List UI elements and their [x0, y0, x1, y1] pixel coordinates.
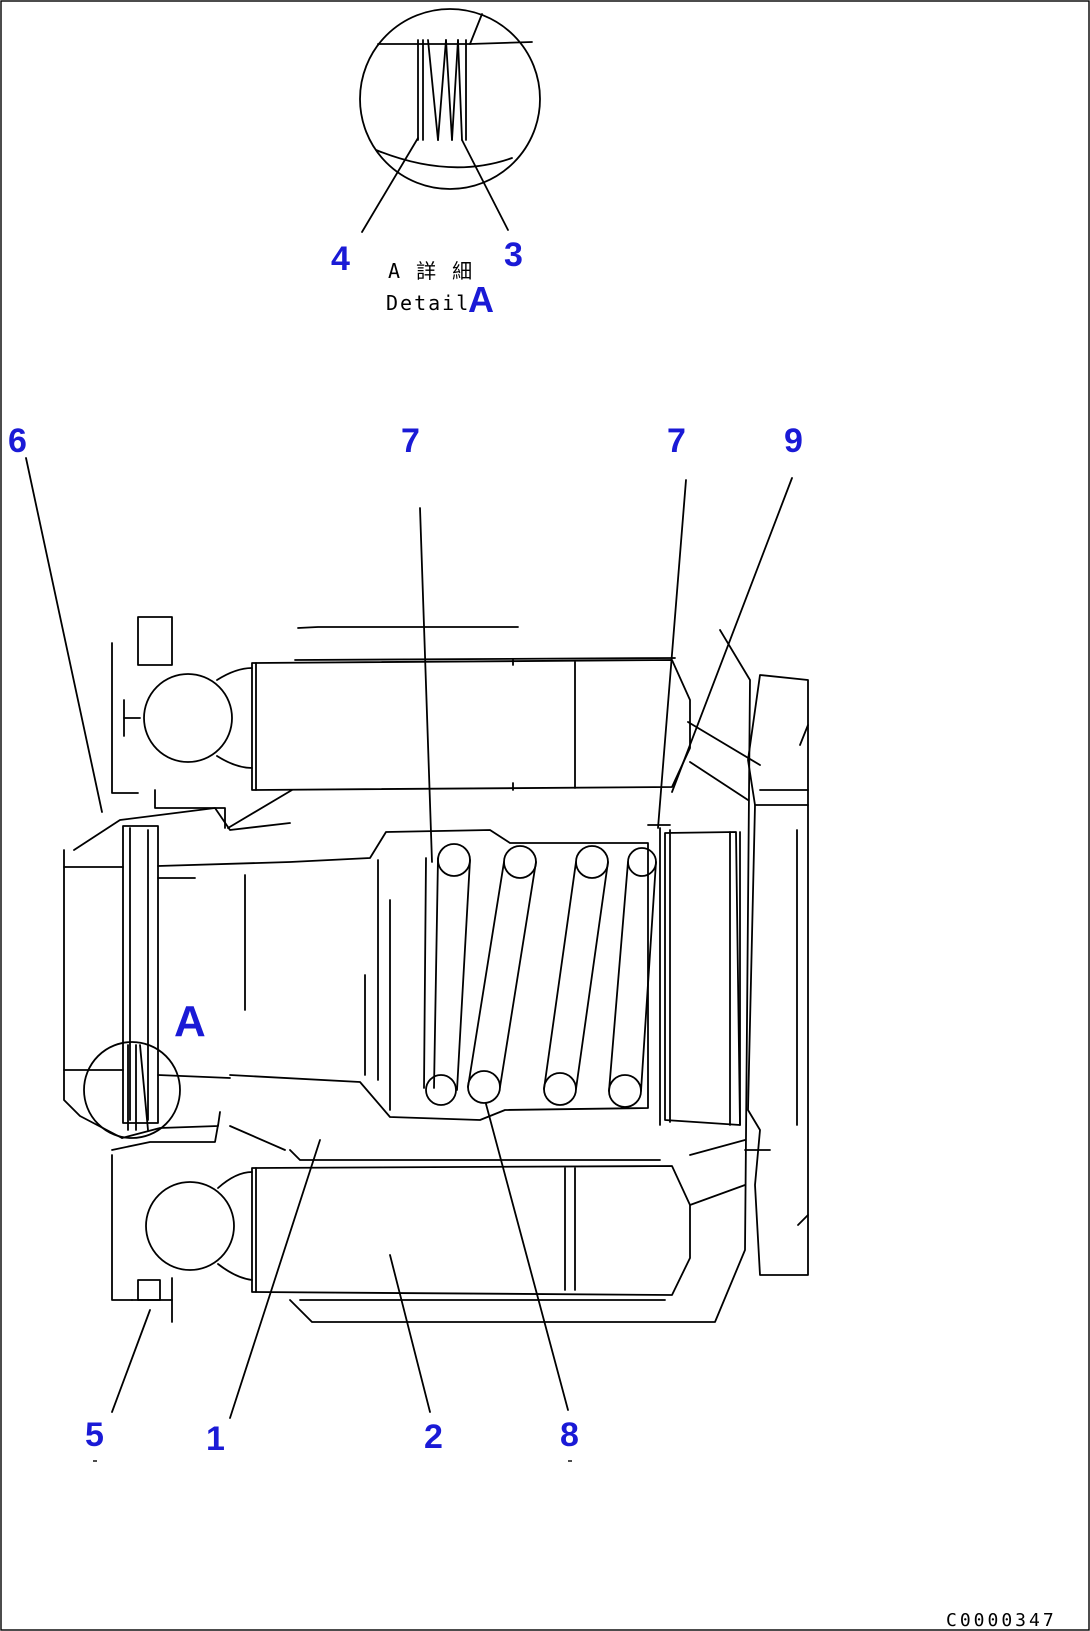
- detail-caption-letter: A: [468, 279, 494, 320]
- detail-a-reference-circle: [83, 1041, 181, 1139]
- callout-5: 5: [85, 1416, 104, 1454]
- leader-lines: [25, 457, 793, 1419]
- detail-callout-4: 4: [331, 240, 350, 278]
- upper-ball-joint: [143, 673, 233, 763]
- upper-piston: [251, 659, 691, 791]
- main-section-view: [25, 457, 809, 1419]
- detail-caption-en: Detail: [386, 291, 470, 315]
- spring: [423, 843, 657, 1108]
- callout-6: 6: [8, 422, 27, 460]
- callout-1: 1: [206, 1420, 225, 1458]
- callout-2: 2: [424, 1418, 443, 1456]
- detail-callout-3: 3: [504, 236, 523, 274]
- callout-7-right: 7: [667, 422, 686, 460]
- detail-caption-jp: A 詳 細: [388, 259, 474, 283]
- callout-9: 9: [784, 422, 803, 460]
- lower-ball-joint: [145, 1181, 235, 1271]
- cylinder-body: [73, 807, 291, 1139]
- detail-a-view: [359, 8, 541, 233]
- detail-a-circle: [359, 8, 541, 190]
- drawing-code: C0000347: [946, 1610, 1057, 1631]
- lower-piston: [251, 1165, 691, 1296]
- section-marker-a: A: [174, 997, 206, 1046]
- callout-7-left: 7: [401, 422, 420, 460]
- callout-8: 8: [560, 1416, 579, 1454]
- end-cap: [747, 674, 809, 1276]
